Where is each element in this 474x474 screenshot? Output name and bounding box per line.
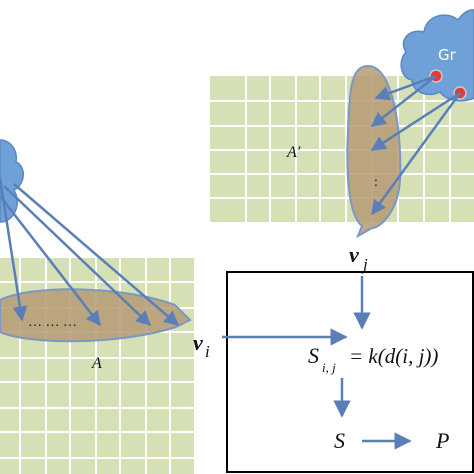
vj-sub: j (361, 255, 368, 274)
vector-vi-label: v i (193, 330, 210, 361)
matrix-a-label: A (91, 355, 102, 372)
matrix-a-prime-grid (210, 76, 474, 222)
vi-main: v (193, 330, 203, 355)
matrix-a-prime-label: A′ (286, 144, 301, 161)
similarity-box (226, 271, 474, 473)
formula-subscript: i, j (322, 360, 336, 375)
cloud-right-label: Gr (438, 46, 457, 64)
cloud-right: Gr (400, 9, 474, 102)
cloud-to-row-arrows (0, 177, 180, 327)
vj-main: v (349, 242, 359, 267)
vi-sub: i (205, 342, 210, 361)
formula-rhs: = k(d(i, j)) (349, 344, 438, 368)
row-ellipse-dots: … … … (28, 315, 77, 330)
vector-vj-label: v j (349, 242, 368, 274)
output-s: S (334, 428, 345, 453)
similarity-formula: S i, j = k(d(i, j)) (308, 343, 438, 375)
cloud-to-column-arrows (370, 74, 462, 216)
column-ellipse-dots: : (374, 175, 378, 190)
output-p: P (435, 428, 449, 453)
formula-s: S (308, 343, 319, 368)
